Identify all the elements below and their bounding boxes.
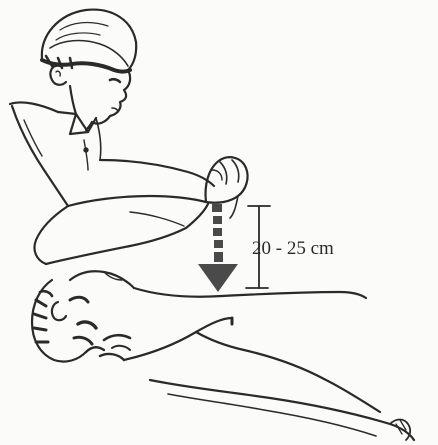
rescuer-upper-arm	[100, 160, 214, 186]
rescuer-face	[92, 70, 130, 124]
patient-chest	[134, 288, 366, 298]
rescuer-lower-arm	[34, 206, 68, 264]
rescuer-figure	[10, 10, 248, 264]
patient-shoulder	[124, 318, 232, 360]
patient-figure	[32, 271, 414, 440]
patient-ear	[52, 302, 66, 320]
rescuer-ear	[50, 66, 66, 85]
downward-arrow	[198, 204, 238, 292]
patient-arm	[150, 380, 414, 440]
patient-face	[70, 297, 88, 302]
rescuer-back	[10, 102, 58, 112]
measurement-label: 20 - 25 cm	[252, 238, 334, 259]
rescuer-collar	[58, 112, 96, 132]
